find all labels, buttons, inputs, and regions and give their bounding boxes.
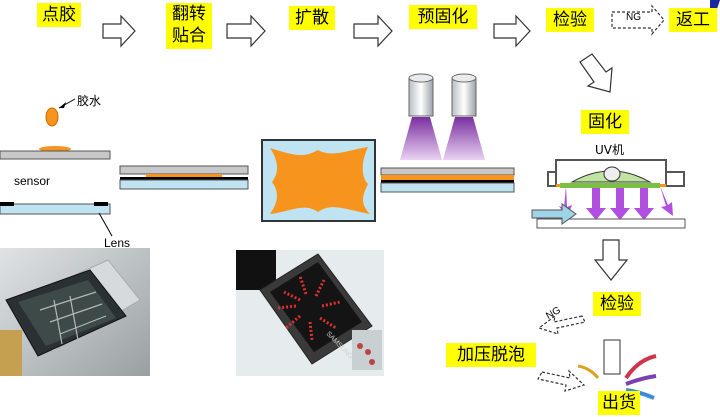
precure-stack bbox=[380, 167, 515, 193]
step-precure: 预固化 bbox=[409, 5, 477, 29]
sensor-plate bbox=[0, 150, 111, 160]
lens-pointer bbox=[98, 212, 113, 237]
spread-glue-view bbox=[261, 139, 376, 222]
ng-label-top: NG bbox=[626, 12, 641, 23]
step-inspect-final: 检验 bbox=[593, 292, 641, 316]
uv-machine bbox=[531, 159, 686, 229]
lens-black-left bbox=[0, 202, 14, 206]
step-flip-bond: 翻转 贴合 bbox=[166, 3, 212, 49]
uv-lamp-left bbox=[400, 73, 442, 160]
uv-lamp-right bbox=[443, 73, 485, 160]
flow-arrow bbox=[226, 14, 266, 48]
down-arrow-to-inspect bbox=[593, 239, 629, 281]
step-flip-bond-line1: 翻转 bbox=[172, 4, 206, 24]
lens-black-right bbox=[94, 202, 108, 206]
pointer-head bbox=[59, 102, 66, 108]
step-dispense: 点胶 bbox=[37, 3, 81, 27]
step-spread: 扩散 bbox=[289, 6, 335, 30]
step-flip-bond-line2: 贴合 bbox=[172, 26, 206, 46]
photo-sensor-dispense bbox=[236, 250, 384, 376]
sensor-label: sensor bbox=[14, 174, 51, 188]
step-rework: 返工 bbox=[669, 8, 717, 32]
step-pressure-defoam: 加压脱泡 bbox=[446, 343, 536, 367]
flow-arrow bbox=[102, 14, 136, 48]
flow-arrow bbox=[353, 14, 393, 48]
step-inspect: 检验 bbox=[546, 8, 594, 32]
flow-arrow bbox=[493, 14, 531, 48]
lens-glass bbox=[0, 203, 111, 215]
photo-module-bonded bbox=[0, 248, 150, 376]
bonded-stack bbox=[119, 165, 249, 190]
glue-label: 胶水 bbox=[77, 94, 102, 108]
uv-machine-label: UV机 bbox=[595, 143, 624, 157]
lens-label: Lens bbox=[104, 236, 131, 250]
step-ship: 出货 bbox=[598, 391, 640, 415]
ship-arrows bbox=[577, 339, 657, 400]
down-arrow-to-cure bbox=[579, 53, 613, 93]
dashed-arrow-to-ship bbox=[537, 369, 586, 392]
ng-dashed-arrow-bottom bbox=[537, 314, 586, 335]
ng-dashed-arrow-top bbox=[611, 4, 665, 36]
step-cure: 固化 bbox=[581, 110, 629, 134]
glue-droplet bbox=[45, 107, 59, 127]
